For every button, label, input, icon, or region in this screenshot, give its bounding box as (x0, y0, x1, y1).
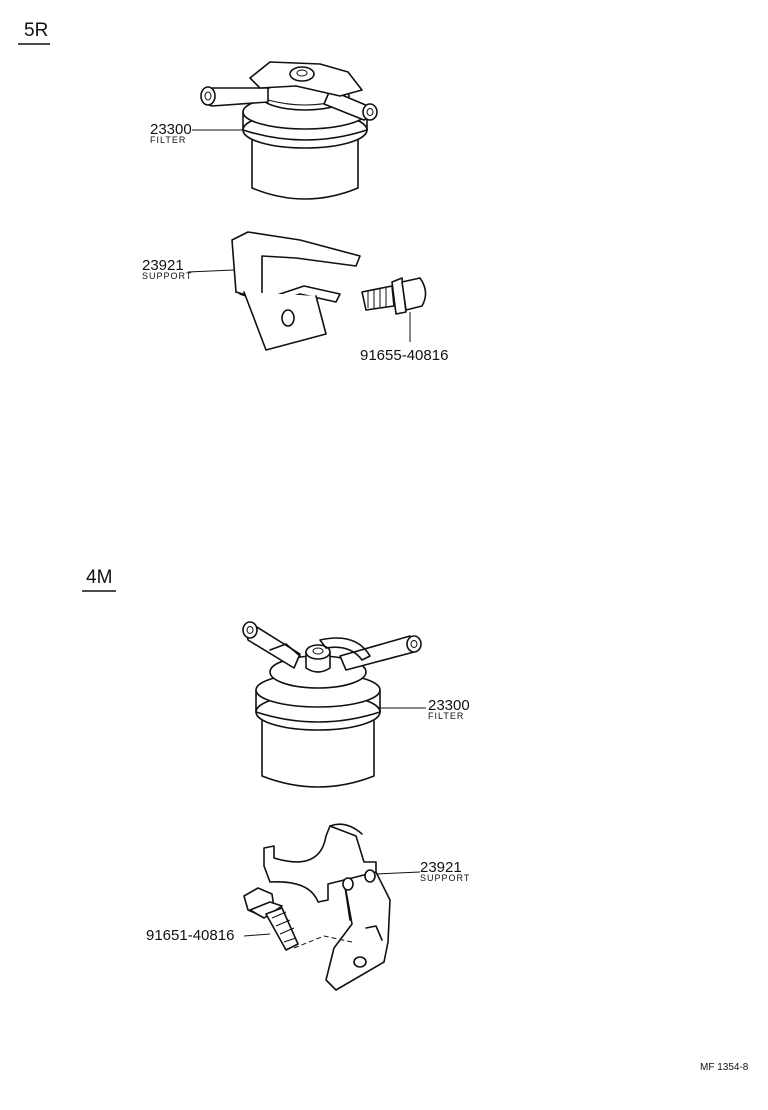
leader-line (187, 269, 235, 273)
section-label-4m: 4M (86, 567, 112, 588)
svg-text:SUPPORT: SUPPORT (142, 271, 192, 281)
fuel-filter-4m (242, 621, 422, 788)
svg-text:SUPPORT: SUPPORT (420, 873, 470, 883)
fuel-filter-5r (200, 61, 378, 200)
section-4m: 4M 23300 (82, 567, 470, 991)
label-bottom-support: 23921 SUPPORT (375, 859, 470, 883)
footer-code: MF 1354-8 (700, 1062, 749, 1073)
leader-line (243, 933, 271, 937)
bolt-5r (361, 277, 427, 315)
svg-text:23921: 23921 (420, 859, 462, 876)
support-bracket-4m (263, 823, 391, 991)
label-top-support: 23921 SUPPORT (142, 257, 235, 281)
section-label-5r: 5R (24, 20, 48, 41)
leader-line (375, 871, 421, 875)
svg-text:FILTER: FILTER (428, 711, 464, 721)
svg-text:FILTER: FILTER (150, 135, 186, 145)
label-top-bolt: 91655-40816 (360, 312, 448, 364)
svg-text:91651-40816: 91651-40816 (146, 927, 234, 944)
label-bottom-filter: 23300 FILTER (380, 697, 470, 721)
support-bracket-5r (231, 231, 361, 351)
section-5r: 5R 23300 FILTER (18, 20, 448, 364)
svg-text:23300: 23300 (150, 121, 192, 138)
svg-text:23300: 23300 (428, 697, 470, 714)
svg-text:23921: 23921 (142, 257, 184, 274)
bolt-4m (243, 887, 353, 951)
label-bottom-bolt: 91651-40816 (146, 927, 271, 944)
svg-text:91655-40816: 91655-40816 (360, 347, 448, 364)
label-top-filter: 23300 FILTER (150, 121, 243, 145)
